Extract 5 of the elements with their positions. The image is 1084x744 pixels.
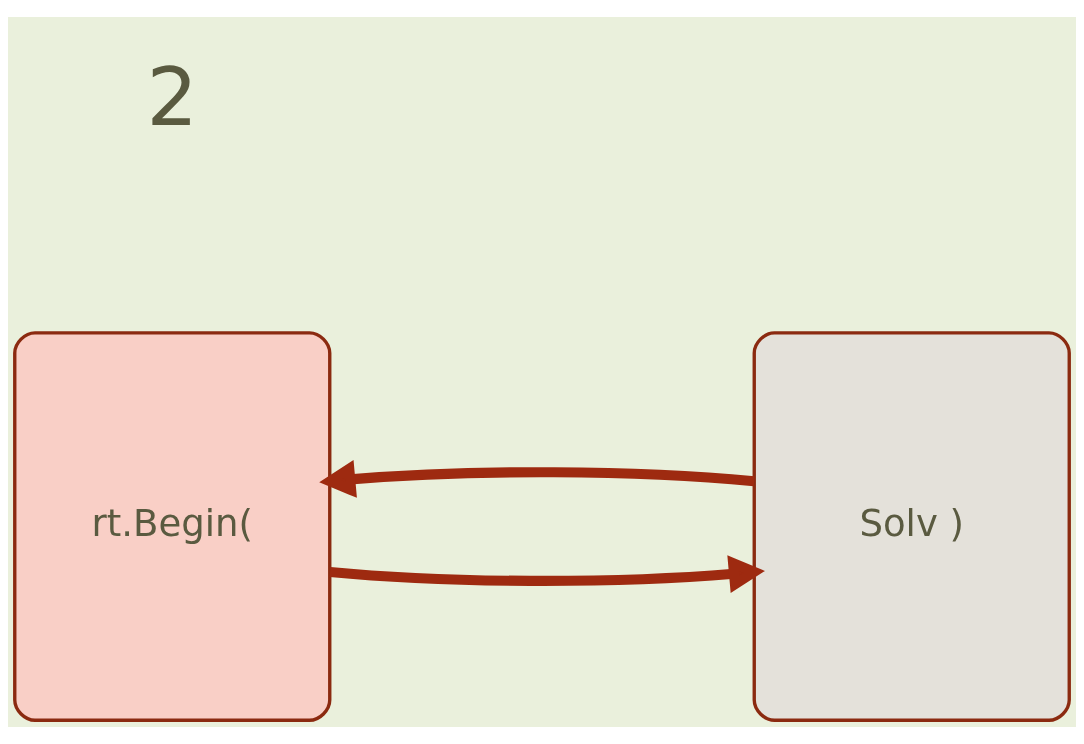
- node-box: rt.Begin(: [13, 331, 332, 722]
- arrow: [329, 555, 765, 593]
- arrow: [319, 460, 755, 498]
- node-box: Solv ): [752, 331, 1071, 722]
- label: 2: [146, 50, 198, 145]
